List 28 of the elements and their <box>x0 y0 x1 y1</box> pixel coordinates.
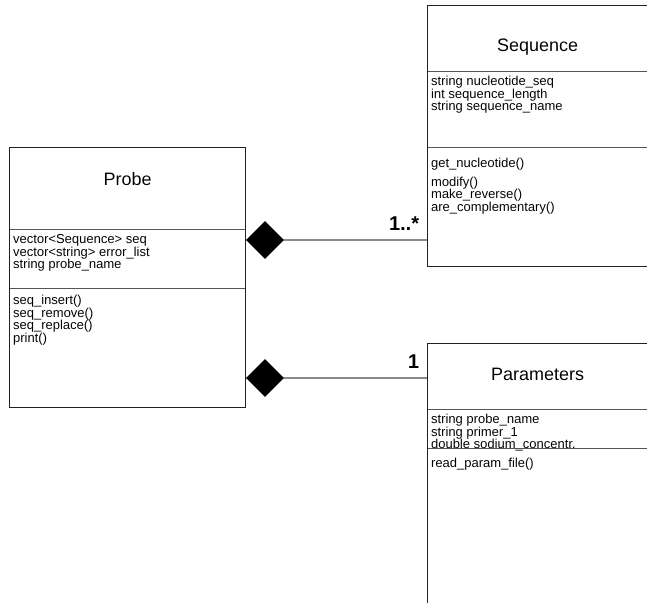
method-name: make_reverse() <box>431 188 522 200</box>
attribute-name: vector<Sequence> seq <box>13 233 147 246</box>
attribute-name: string primer_1 <box>431 426 518 438</box>
attribute-name: int sequence_length <box>431 88 548 100</box>
class-name: Probe <box>103 169 152 189</box>
method-name: modify() <box>431 176 478 188</box>
attribute-name: string probe_name <box>431 413 540 426</box>
attribute-name: double sodium_concentr. <box>431 438 576 450</box>
class-box <box>427 343 647 603</box>
attribute-name: string sequence_name <box>431 100 563 112</box>
class-name: Sequence <box>496 35 578 55</box>
multiplicity-label: 1..* <box>388 213 419 236</box>
method-name: print() <box>13 332 47 344</box>
composition-line <box>246 221 427 259</box>
attribute-name: string probe_name <box>13 258 122 270</box>
method-name: seq_remove() <box>13 306 94 319</box>
attribute-name: string nucleotide_seq <box>431 75 554 88</box>
class-box <box>427 5 647 267</box>
class-box <box>9 147 246 408</box>
composition-line <box>246 359 427 397</box>
attribute-name: vector<string> error_list <box>13 246 150 258</box>
method-name: seq_insert() <box>13 294 82 306</box>
class-name: Parameters <box>490 364 584 384</box>
multiplicity-label: 1 <box>408 351 419 374</box>
method-name: seq_replace() <box>13 319 92 332</box>
method-name: read_param_file() <box>431 457 534 470</box>
method-name: are_complementary() <box>431 200 555 213</box>
method-name: get_nucleotide() <box>431 157 524 170</box>
